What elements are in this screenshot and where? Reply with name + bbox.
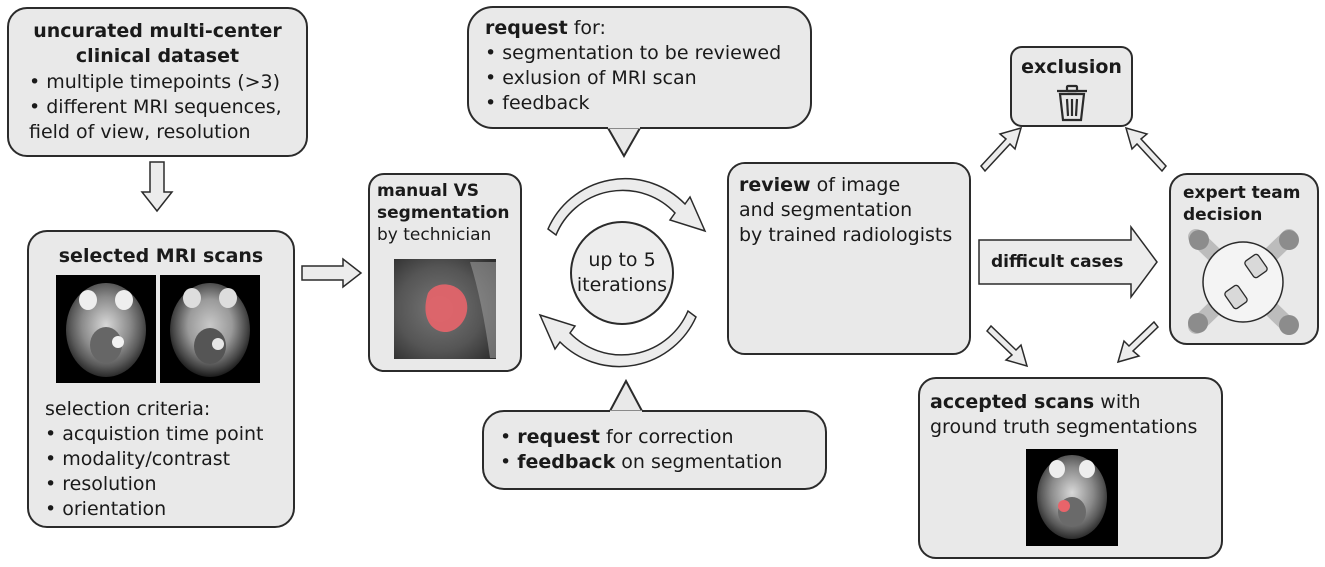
review-rest: of image — [810, 174, 901, 196]
manual-segmentation-box: manual VS segmentation by technician — [368, 173, 522, 372]
dataset-bullet-1: • multiple timepoints (>3) — [29, 71, 281, 93]
expert-team-box: expert team decision — [1169, 173, 1319, 345]
request-bottom-item-1-rest: for correction — [599, 426, 734, 448]
review-box: review of image and segmentation by trai… — [727, 162, 971, 355]
accepted-scans-box: accepted scans with ground truth segment… — [918, 377, 1223, 559]
dataset-bullet-2: • different MRI sequences, — [29, 96, 282, 118]
request-bottom-item-2-bold: feedback — [517, 451, 616, 473]
request-bottom-item-1: • request for correction — [500, 426, 734, 448]
manual-subtitle: by technician — [377, 225, 492, 245]
arrow-dataset-to-selected — [140, 161, 174, 213]
arrow-expert-to-accepted — [1116, 320, 1160, 364]
criteria-item: acquistion time point — [45, 422, 263, 447]
review-bold: review — [739, 174, 811, 196]
selection-criteria-label: selection criteria: — [45, 398, 211, 420]
cycle-arrow-top — [547, 177, 707, 237]
cycle-arrow-bottom — [538, 309, 697, 368]
request-top-item: feedback — [485, 91, 781, 116]
top-bubble-tail — [606, 125, 642, 159]
accepted-rest: with — [1094, 391, 1141, 413]
request-top-rest: for: — [567, 17, 606, 39]
dataset-title-line1: uncurated multi-center — [33, 20, 282, 42]
request-bottom-item-1-bold: request — [517, 426, 600, 448]
manual-title-line2: segmentation — [377, 203, 510, 223]
accepted-bold: accepted scans — [930, 391, 1095, 413]
arrow-expert-to-exclusion — [1124, 126, 1167, 173]
cycle-line1: up to 5 — [588, 249, 656, 271]
request-top-bold: request — [485, 17, 568, 39]
exclusion-title: exclusion — [1021, 56, 1122, 78]
selected-title: selected MRI scans — [58, 245, 264, 267]
request-top-list: segmentation to be reviewed exlusion of … — [485, 41, 781, 116]
expert-line1: expert team — [1183, 183, 1301, 203]
bottom-bubble-tail — [608, 378, 644, 414]
manual-title-line1: manual VS — [377, 181, 480, 201]
selection-criteria-list: acquistion time point modality/contrast … — [45, 422, 263, 522]
dataset-bullet-1-text: multiple timepoints (>3) — [46, 71, 281, 93]
accepted-line2: ground truth segmentations — [930, 416, 1198, 438]
review-line3: by trained radiologists — [739, 224, 953, 246]
difficult-cases-label: difficult cases — [991, 252, 1124, 272]
exclusion-box: exclusion — [1010, 46, 1133, 127]
dataset-bullet-2-cont: field of view, resolution — [29, 121, 251, 143]
selected-scans-box: selected MRI scans selection criteria: a… — [27, 230, 295, 528]
expert-line2: decision — [1183, 205, 1263, 225]
request-bottom-item-2-rest: on segmentation — [615, 451, 783, 473]
request-bottom-bubble: • request for correction • feedback on s… — [482, 410, 827, 490]
criteria-item: modality/contrast — [45, 447, 263, 472]
request-top-bubble: request for: segmentation to be reviewed… — [467, 6, 812, 129]
request-top-item: segmentation to be reviewed — [485, 41, 781, 66]
criteria-item: resolution — [45, 472, 263, 497]
criteria-item: orientation — [45, 497, 263, 522]
dataset-bullet-2-text: different MRI sequences, — [46, 96, 282, 118]
request-top-item: exlusion of MRI scan — [485, 66, 781, 91]
arrow-review-to-accepted — [985, 324, 1029, 368]
request-bottom-item-2: • feedback on segmentation — [500, 451, 783, 473]
arrow-review-to-exclusion — [980, 126, 1023, 173]
cycle-line2: iterations — [576, 274, 668, 296]
dataset-box: uncurated multi-center clinical dataset … — [7, 7, 308, 157]
review-line1: review of image — [739, 173, 900, 198]
request-top-heading: request for: — [485, 16, 606, 41]
review-line2: and segmentation — [739, 199, 913, 221]
accepted-line1: accepted scans with — [930, 390, 1141, 415]
dataset-title-line2: clinical dataset — [75, 45, 240, 67]
arrow-selected-to-manual — [301, 257, 363, 289]
